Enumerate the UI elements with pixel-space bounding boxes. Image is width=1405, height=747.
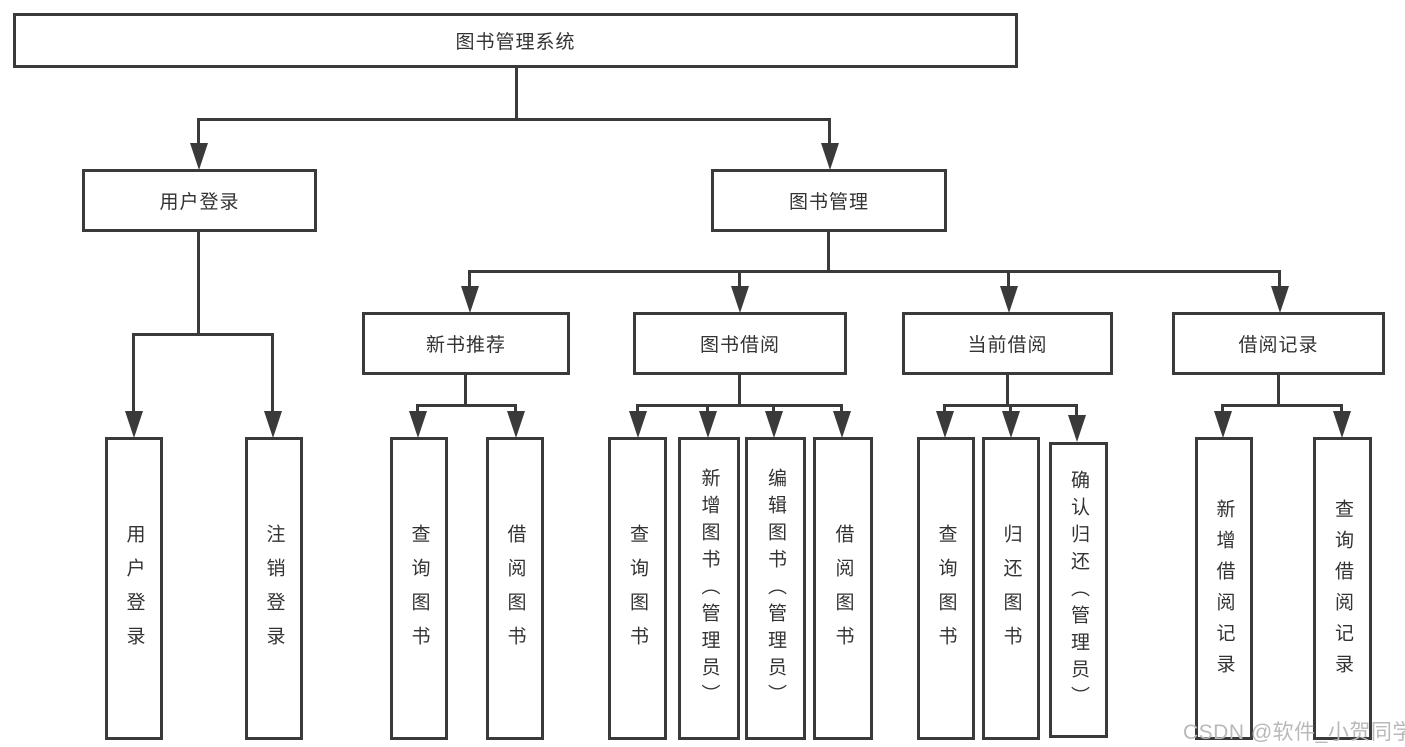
- connector-line: [416, 404, 517, 407]
- arrow-down-icon: [125, 411, 143, 438]
- leaf-add-book-admin: 新增图书（管理员）: [678, 437, 740, 740]
- watermark-text: CSDN @软件_小贺同学: [1183, 721, 1405, 744]
- leaf-query-books-recommend: 查询图书: [390, 437, 448, 740]
- arrow-down-icon: [1333, 411, 1351, 438]
- arrow-down-icon: [1214, 411, 1232, 438]
- connector-line: [772, 404, 775, 413]
- leaf-borrow-books-borrowing: 借阅图书: [813, 437, 873, 740]
- node-book-borrowing: 图书借阅: [633, 312, 847, 375]
- arrow-down-icon: [731, 286, 749, 313]
- arrow-down-icon: [507, 411, 525, 438]
- connector-line: [271, 333, 274, 413]
- leaf-query-borrow-record: 查询借阅记录: [1313, 437, 1372, 740]
- connector-line: [132, 333, 135, 413]
- connector-line: [827, 232, 830, 273]
- node-new-book-recommendation: 新书推荐: [362, 312, 570, 375]
- connector-line: [468, 270, 1281, 273]
- arrow-down-icon: [1271, 286, 1289, 313]
- connector-line: [197, 118, 831, 121]
- arrow-down-icon: [765, 411, 783, 438]
- node-book-management: 图书管理: [711, 169, 947, 232]
- connector-line: [1009, 404, 1012, 413]
- arrow-down-icon: [264, 411, 282, 438]
- arrow-down-icon: [699, 411, 717, 438]
- connector-line: [514, 404, 517, 413]
- connector-line: [464, 375, 467, 407]
- leaf-borrow-books-recommend: 借阅图书: [486, 437, 544, 740]
- connector-line: [636, 404, 639, 413]
- arrow-down-icon: [821, 143, 839, 170]
- leaf-add-borrow-record: 新增借阅记录: [1195, 437, 1253, 740]
- connector-line: [1007, 270, 1010, 288]
- node-user-login: 用户登录: [82, 169, 317, 232]
- connector-line: [416, 404, 419, 413]
- arrow-down-icon: [833, 411, 851, 438]
- arrow-down-icon: [461, 286, 479, 313]
- arrow-down-icon: [1068, 415, 1086, 442]
- connector-line: [468, 270, 471, 288]
- connector-line: [840, 404, 843, 413]
- arrow-down-icon: [409, 411, 427, 438]
- leaf-logout: 注销登录: [245, 437, 303, 740]
- connector-line: [828, 118, 831, 146]
- node-borrowing-records: 借阅记录: [1172, 312, 1385, 375]
- connector-line: [1340, 404, 1343, 413]
- node-current-borrowing: 当前借阅: [902, 312, 1113, 375]
- node-library-management-system: 图书管理系统: [13, 13, 1018, 68]
- connector-line: [132, 333, 274, 336]
- connector-line: [636, 404, 843, 407]
- leaf-query-books-borrowing: 查询图书: [608, 437, 667, 740]
- connector-line: [738, 270, 741, 288]
- connector-line: [1006, 375, 1009, 407]
- arrow-down-icon: [1002, 411, 1020, 438]
- connector-line: [943, 404, 946, 413]
- connector-line: [197, 232, 200, 335]
- leaf-user-login: 用户登录: [105, 437, 163, 740]
- arrow-down-icon: [629, 411, 647, 438]
- connector-line: [706, 404, 709, 413]
- connector-line: [1075, 404, 1078, 416]
- connector-line: [197, 118, 200, 146]
- connector-line: [1277, 375, 1280, 407]
- leaf-query-books-current: 查询图书: [917, 437, 975, 740]
- connector-line: [1221, 404, 1224, 413]
- leaf-edit-book-admin: 编辑图书（管理员）: [745, 437, 806, 740]
- connector-line: [515, 68, 518, 120]
- connector-line: [738, 375, 741, 407]
- leaf-return-book: 归还图书: [982, 437, 1040, 740]
- leaf-confirm-return-admin: 确认归还（管理员）: [1049, 442, 1108, 738]
- arrow-down-icon: [1000, 286, 1018, 313]
- connector-line: [1221, 404, 1343, 407]
- arrow-down-icon: [190, 143, 208, 170]
- connector-line: [1278, 270, 1281, 288]
- arrow-down-icon: [936, 411, 954, 438]
